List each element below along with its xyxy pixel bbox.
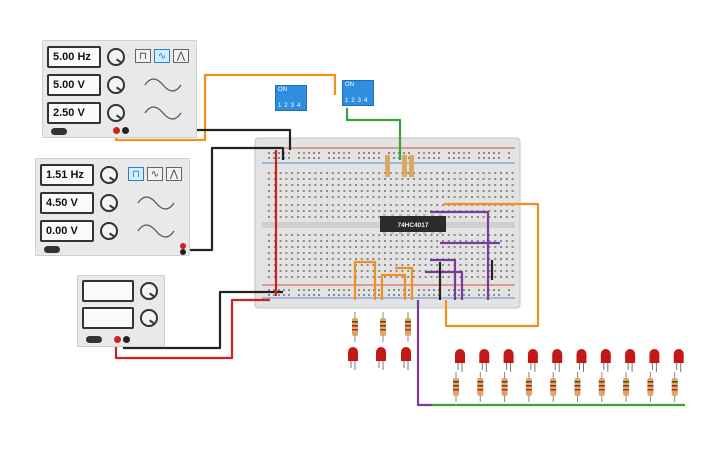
dip-switch-1[interactable]: ON 1234 (275, 85, 307, 111)
fg2-terminal-positive[interactable] (180, 243, 186, 249)
bottom-led[interactable] (479, 349, 490, 372)
power-supply-voltage-display (82, 280, 134, 302)
fg1-power-toggle[interactable] (51, 128, 67, 135)
bottom-led[interactable] (552, 349, 563, 372)
top-led[interactable] (376, 347, 386, 370)
fg1-triangle-wave-button[interactable]: ⋀ (173, 49, 189, 63)
bottom-resistor[interactable] (647, 372, 654, 402)
ic-74hc4017[interactable]: 74HC4017 (380, 214, 446, 234)
bottom-resistor[interactable] (623, 372, 630, 402)
power-supply-voltage-knob[interactable] (140, 282, 158, 300)
ic-label: 74HC4017 (397, 222, 428, 229)
fg2-frequency-knob[interactable] (100, 166, 118, 184)
fg1-offset-knob[interactable] (107, 104, 125, 122)
wires (114, 73, 685, 407)
fg2-terminal-negative[interactable] (180, 249, 186, 255)
bottom-led-row[interactable] (453, 349, 684, 402)
fg1-square-wave-button[interactable]: ⊓ (135, 49, 151, 63)
fg1-terminal-negative[interactable] (122, 127, 129, 134)
bottom-resistor[interactable] (501, 372, 508, 402)
top-resistor[interactable] (380, 312, 386, 342)
fg1-amplitude-display: 5.00 V (47, 74, 101, 96)
bottom-resistor[interactable] (477, 372, 484, 402)
bottom-resistor[interactable] (574, 372, 581, 402)
bottom-resistor[interactable] (525, 372, 532, 402)
dip-switch-1-numbers: 1234 (278, 103, 304, 109)
power-supply-current-knob[interactable] (140, 309, 158, 327)
bottom-led[interactable] (527, 349, 538, 372)
fg1-frequency-display: 5.00 Hz (47, 46, 101, 68)
fg2-offset-wave-icon (137, 224, 175, 238)
top-resistor[interactable] (352, 312, 358, 342)
dip-switch-1-on-label: ON (278, 87, 287, 93)
power-supply-current-display (82, 307, 134, 329)
top-led-group[interactable] (348, 312, 411, 370)
top-led[interactable] (348, 347, 358, 370)
dc-power-supply[interactable] (77, 275, 165, 347)
fg1-offset-display: 2.50 V (47, 102, 101, 124)
fg2-power-toggle[interactable] (44, 246, 60, 253)
fg2-amplitude-knob[interactable] (100, 194, 118, 212)
fg2-square-wave-button[interactable]: ⊓ (128, 167, 144, 181)
bottom-led[interactable] (576, 349, 587, 372)
fg1-terminal-positive[interactable] (113, 127, 120, 134)
bottom-led[interactable] (455, 349, 465, 372)
fg2-amplitude-wave-icon (137, 196, 175, 210)
bottom-resistor[interactable] (671, 372, 678, 402)
breadboard-holes (268, 152, 514, 296)
fg2-frequency-display: 1.51 Hz (40, 164, 94, 186)
bottom-led[interactable] (649, 349, 660, 372)
fg2-sine-wave-button[interactable]: ∿ (147, 167, 163, 181)
fg2-amplitude-display: 4.50 V (40, 192, 94, 214)
bottom-led[interactable] (503, 349, 514, 372)
power-supply-terminal-negative[interactable] (123, 336, 130, 343)
top-led[interactable] (401, 347, 411, 370)
function-generator-2[interactable]: 1.51 Hz 4.50 V 0.00 V ⊓ ∿ ⋀ (35, 158, 190, 256)
bottom-resistor[interactable] (453, 372, 459, 402)
bottom-led[interactable] (600, 349, 611, 372)
power-supply-terminal-positive[interactable] (114, 336, 121, 343)
dip-switch-2[interactable]: ON 1234 (342, 80, 374, 106)
fg2-offset-display: 0.00 V (40, 220, 94, 242)
fg1-frequency-knob[interactable] (107, 48, 125, 66)
dip-switch-2-numbers: 1234 (345, 98, 371, 104)
top-resistor[interactable] (405, 312, 411, 342)
fg2-triangle-wave-button[interactable]: ⋀ (166, 167, 182, 181)
power-supply-toggle[interactable] (86, 336, 102, 343)
fg2-offset-knob[interactable] (100, 222, 118, 240)
bottom-resistor[interactable] (550, 372, 557, 402)
fg1-sine-wave-button[interactable]: ∿ (154, 49, 170, 63)
dip-switch-2-on-label: ON (345, 82, 354, 88)
fg1-offset-wave-icon (144, 106, 182, 120)
fg1-amplitude-wave-icon (144, 78, 182, 92)
board-resistors (385, 155, 414, 177)
fg1-amplitude-knob[interactable] (107, 76, 125, 94)
bottom-resistor[interactable] (598, 372, 605, 402)
bottom-led[interactable] (673, 349, 684, 372)
bottom-led[interactable] (625, 349, 636, 372)
function-generator-1[interactable]: 5.00 Hz 5.00 V 2.50 V ⊓ ∿ ⋀ (42, 40, 197, 138)
